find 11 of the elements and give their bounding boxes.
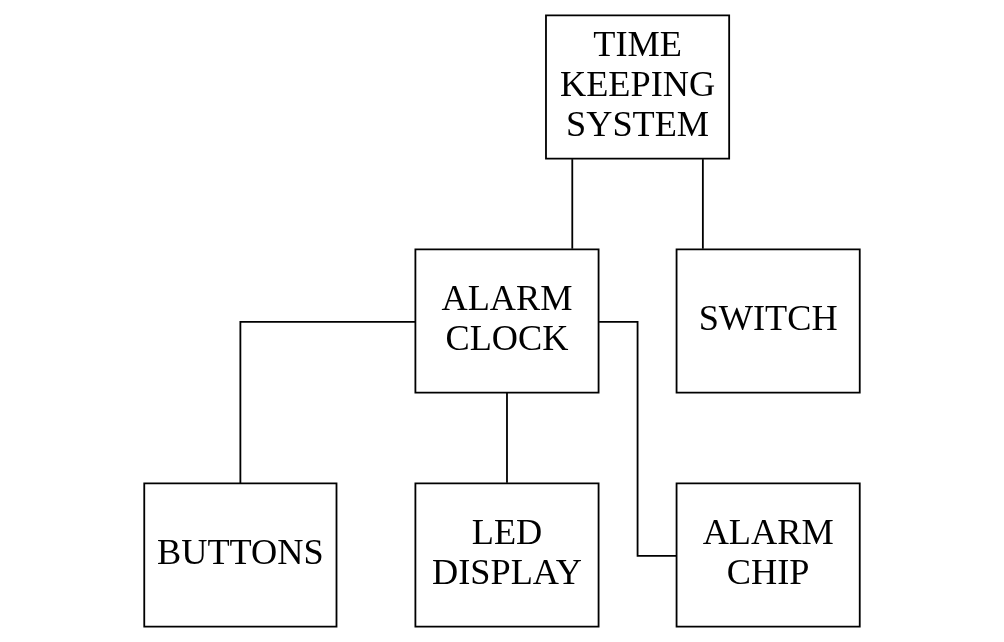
node-box: ALARM CLOCK (414, 248, 600, 394)
node-box: TIME KEEPING SYSTEM (545, 14, 731, 160)
node-box: ALARM CHIP (675, 482, 861, 628)
node-box: SWITCH (675, 248, 861, 394)
node-box: BUTTONS (143, 482, 338, 628)
connector (239, 321, 417, 485)
connector (701, 158, 704, 250)
connector (571, 158, 574, 250)
node-box: LED DISPLAY (414, 482, 600, 628)
connector (598, 321, 677, 557)
connector (506, 392, 508, 484)
